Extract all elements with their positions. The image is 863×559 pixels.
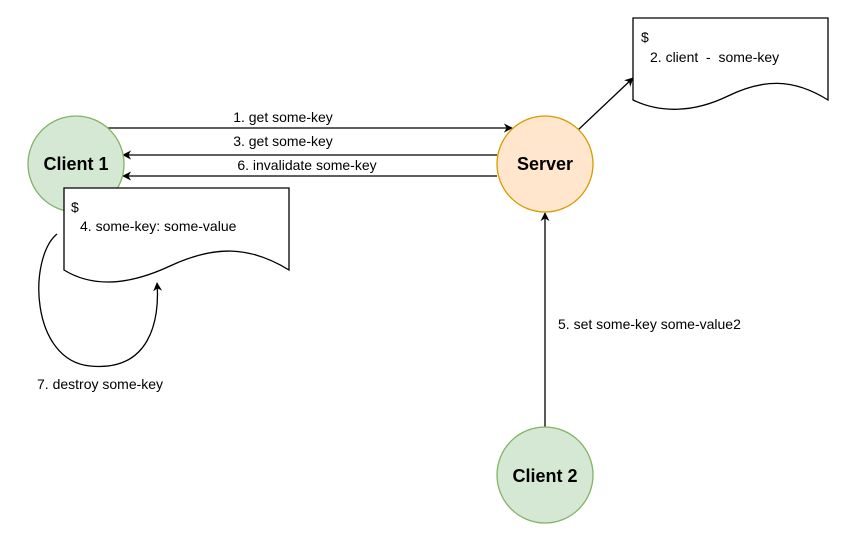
edge-label-7: 7. destroy some-key (37, 376, 163, 392)
edge-label-6: 6. invalidate some-key (237, 157, 376, 173)
edge-server-to-cache (577, 77, 634, 131)
client-2-node[interactable] (496, 426, 594, 524)
edge-label-3: 3. get some-key (233, 133, 333, 149)
client-cache-entry: 4. some-key: some-value (80, 218, 237, 234)
server-cache-note[interactable] (632, 17, 829, 110)
server-label: Server (517, 154, 573, 174)
client-1-label: Client 1 (43, 154, 108, 174)
client-cache-note[interactable] (63, 187, 290, 283)
edge-label-5: 5. set some-key some-value2 (558, 316, 741, 332)
edge-label-1: 1. get some-key (233, 109, 333, 125)
server-cache-entry: 2. client - some-key (650, 49, 779, 65)
server-node[interactable] (496, 115, 594, 213)
edge-destroy-some-key (38, 233, 163, 368)
server-cache-prompt: $ (641, 29, 649, 45)
client-cache-prompt: $ (71, 199, 79, 215)
client-2-label: Client 2 (512, 466, 577, 486)
